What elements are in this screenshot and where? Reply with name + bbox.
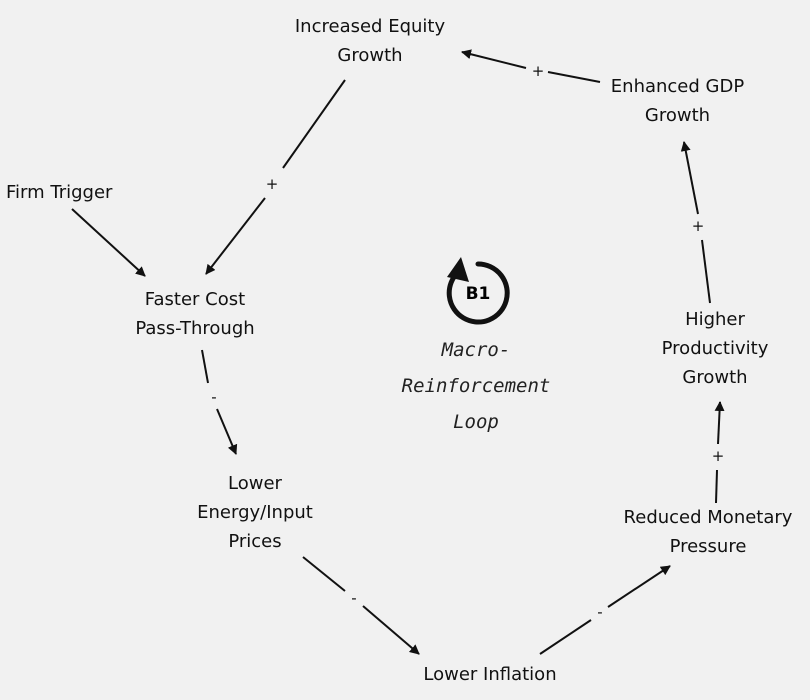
link-energy-to-inflation: - <box>302 556 420 655</box>
link-passthrough-to-energy: - <box>201 349 238 455</box>
link-monetary-to-productivity: + <box>712 401 725 504</box>
loop-arrow-icon <box>446 261 510 325</box>
link-sign: + <box>266 175 279 193</box>
loop-indicator: B1 <box>446 257 510 325</box>
link-sign: + <box>692 217 705 235</box>
link-gdp-to-equity: + <box>461 49 601 83</box>
link-sign: + <box>532 62 545 80</box>
node-increased-equity-growth: Increased Equity Growth <box>294 16 446 66</box>
link-productivity-to-gdp: + <box>680 141 711 304</box>
node-faster-cost-pass-through: Faster Cost Pass-Through <box>135 289 255 339</box>
link-sign: - <box>351 589 356 607</box>
link-sign: + <box>712 447 725 465</box>
link-trigger-to-passthrough <box>71 208 146 277</box>
link-equity-to-passthrough: + <box>205 79 346 275</box>
node-higher-productivity-growth: Higher Productivity Growth <box>661 309 769 388</box>
node-reduced-monetary-pressure: Reduced Monetary Pressure <box>623 507 793 557</box>
node-lower-inflation: Lower Inflation <box>423 664 557 685</box>
link-sign: - <box>211 388 216 406</box>
node-firm-trigger: Firm Trigger <box>6 182 113 203</box>
node-enhanced-gdp-growth: Enhanced GDP Growth <box>610 76 745 126</box>
loop-id-label: B1 <box>466 284 491 304</box>
loop-title: Macro- Reinforcement Loop <box>401 339 551 433</box>
node-lower-energy-input-prices: Lower Energy/Input Prices <box>197 473 313 552</box>
link-sign: - <box>597 603 602 621</box>
link-inflation-to-monetary: - <box>539 565 671 655</box>
